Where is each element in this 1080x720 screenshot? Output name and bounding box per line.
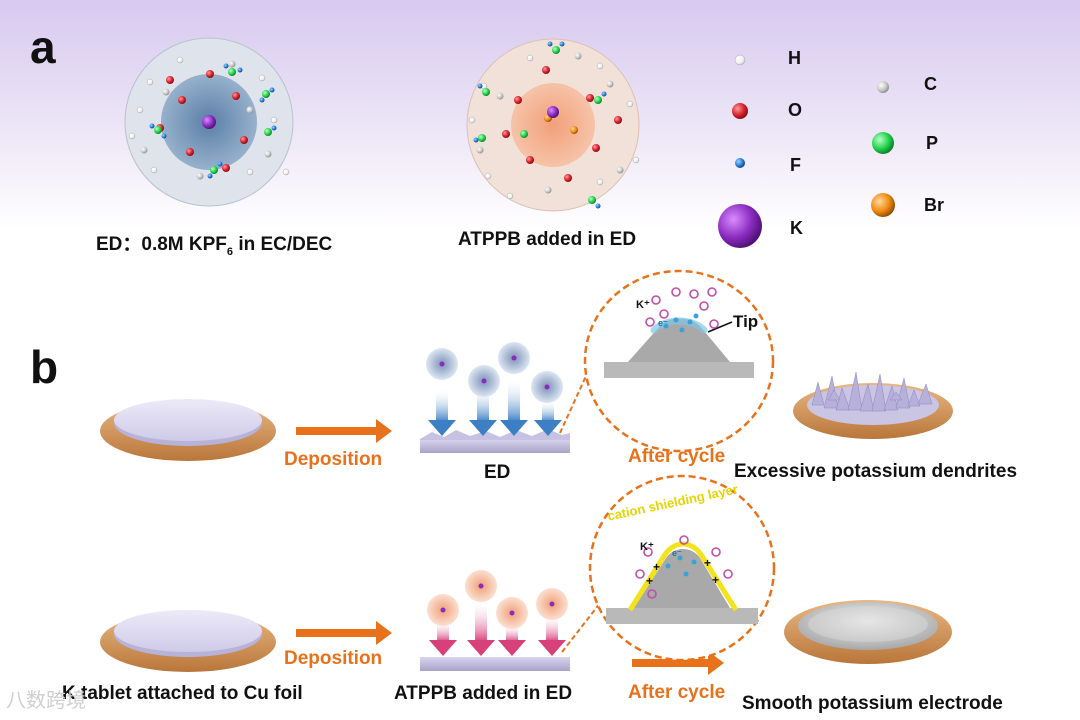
legend-f-label: F [790,155,801,175]
plus-sign-1: + [653,560,661,574]
dendrite-electrode [793,371,953,439]
after-cycle-label-row1: After cycle [628,446,726,467]
smooth-electrode [784,600,952,664]
plus-sign-2: + [704,556,712,570]
ed-label: ED [484,462,511,483]
legend-p-label: P [926,133,939,153]
deposition-label-row1: Deposition [284,449,383,470]
caption-atppb: ATPPB added in ED [458,229,637,250]
legend-p-swatch [872,132,894,154]
legend-k-label: K [790,218,803,238]
tip-label: Tip [733,312,759,331]
legend-br-swatch [871,193,895,217]
dendrite-result-label: Excessive potassium dendrites [734,461,1018,482]
tip-zoom-inset [583,269,775,453]
solvation-structure-atppb [466,38,640,212]
after-cycle-label-row2: After cycle [628,682,726,703]
caption-ed-tail: in EC/DEC [233,234,333,255]
ed-deposition-scene [420,342,597,453]
k-ion-label-row2: K⁺ [640,541,654,553]
caption-ed-main: ED：0.8M KPF [96,234,227,255]
smooth-result-label: Smooth potassium electrode [742,693,1003,714]
legend-o-label: O [788,100,803,120]
plus-sign-4: + [712,573,720,587]
legend-marks [718,54,895,248]
electron-label-row1: e⁻ [658,318,668,328]
substrate-label: K tablet attached to Cu foil [62,683,303,704]
plus-sign-3: + [646,574,654,588]
legend-c-label: C [924,74,937,94]
legend-c-swatch [877,81,889,93]
k-tablet-disk-row1 [100,399,276,461]
watermark: 八数跨境 [6,690,86,712]
k-tablet-disk-row2 [100,610,276,672]
deposition-arrows [296,419,392,645]
shielding-zoom-inset [588,474,776,662]
legend-h-label: H [788,48,801,68]
atppb-ed-label: ATPPB added in ED [394,683,573,704]
deposition-label-row2: Deposition [284,648,383,669]
k-ion-label-row1: K⁺ [636,299,650,311]
solvation-structure-ed [124,37,294,207]
legend-o-swatch [732,103,748,119]
legend-f-swatch [735,158,745,168]
atppb-deposition-scene [420,570,605,671]
caption-ed-composition: ED：0.8M KPF6 in EC/DEC [96,229,332,258]
panel-label-a: a [30,21,56,73]
legend-br-label: Br [924,195,945,215]
caption-ed-subscript: 6 [226,245,234,258]
legend-k-swatch [718,204,762,248]
panel-label-b: b [30,341,59,393]
electron-label-row2: e⁻ [672,548,682,558]
legend-h-swatch [734,54,746,66]
